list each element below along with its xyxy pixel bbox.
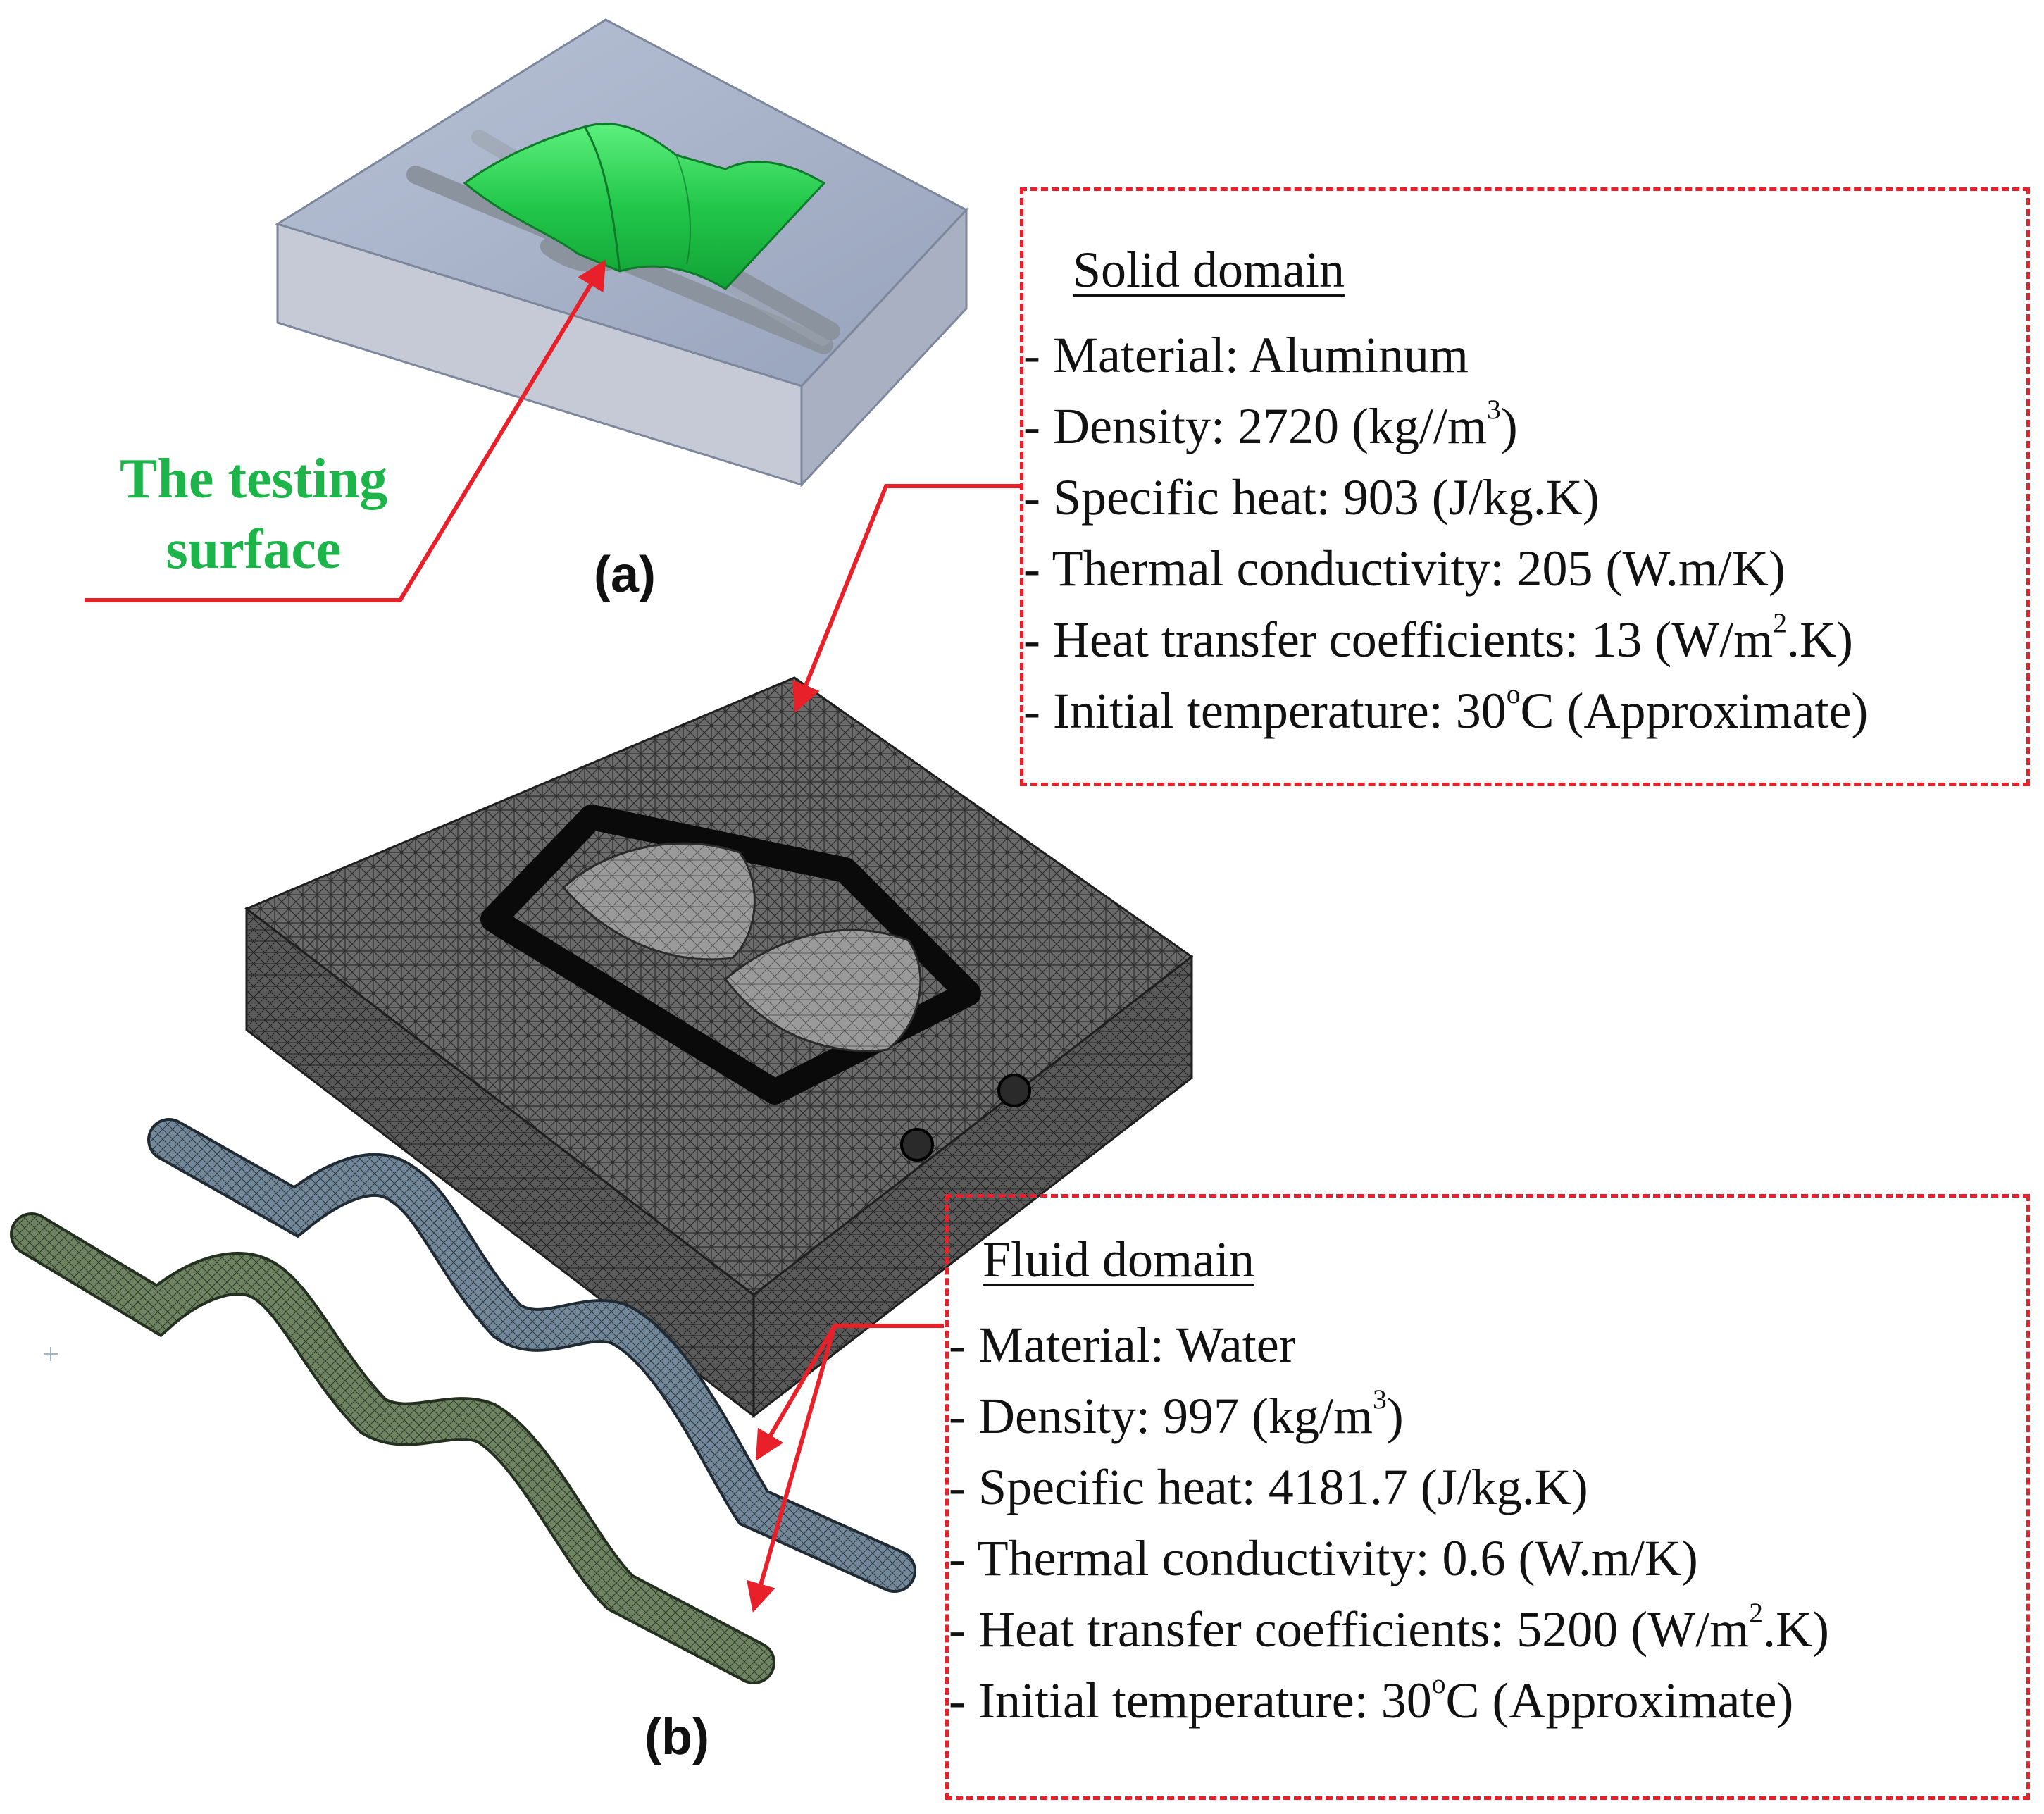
solid-density-text: - Density: 2720 (kg//m: [1023, 398, 1487, 454]
panel-b-label: (b): [644, 1709, 709, 1765]
solid-temp-text: - Initial temperature: 30: [1023, 683, 1507, 739]
meshed-solid-domain: [244, 676, 1194, 1419]
cad-block-model: [275, 18, 968, 487]
fluid-specific-heat: - Specific heat: 4181.7 (J/kg.K): [949, 1459, 1588, 1515]
solid-density-sup: 3: [1486, 394, 1501, 425]
fluid-domain-title: Fluid domain: [983, 1231, 1255, 1288]
green-pipe: [10, 1212, 775, 1684]
testing-surface: [463, 123, 826, 290]
solid-temp-sup: o: [1506, 678, 1521, 710]
fluid-thermal-conductivity: - Thermal conductivity: 0.6 (W.m/K): [949, 1530, 1698, 1586]
fluid-material: - Material: Water: [949, 1317, 1296, 1373]
fluid-domain-properties-box: Fluid domain - Material: Water - Density…: [945, 1194, 2030, 1800]
solid-heat-transfer-coefficient: - Heat transfer coefficients: 13 (W/m2.K…: [1023, 604, 2026, 676]
panel-a-label: (a): [594, 547, 656, 603]
testing-surface-label-line1: The testing: [120, 448, 387, 510]
solid-domain-properties-box: Solid domain - Material: Aluminum - Dens…: [1020, 187, 2030, 786]
solid-initial-temperature: - Initial temperature: 30oC (Approximate…: [1023, 676, 2026, 747]
solid-density-suffix: ): [1500, 398, 1518, 454]
fluid-temp-suffix: C (Approximate): [1445, 1672, 1794, 1729]
solid-temp-suffix: C (Approximate): [1520, 683, 1869, 739]
testing-surface-label: The testing surface: [106, 444, 401, 585]
solid-domain-title: Solid domain: [1073, 242, 1345, 298]
solid-htc-text: - Heat transfer coefficients: 13 (W/m: [1023, 611, 1774, 668]
testing-surface-label-line2: surface: [166, 518, 342, 580]
solid-density: - Density: 2720 (kg//m3): [1023, 391, 2026, 462]
fluid-density-sup: 3: [1372, 1384, 1387, 1415]
fluid-density-suffix: ): [1386, 1388, 1404, 1444]
fluid-htc-sup: 2: [1749, 1597, 1764, 1629]
solid-thermal-conductivity: - Thermal conductivity: 205 (W.m/K): [1023, 540, 1786, 597]
solid-htc-sup: 2: [1773, 607, 1788, 639]
crosshair-mark: [44, 1347, 58, 1361]
blue-pipe: [147, 1118, 916, 1593]
fluid-initial-temperature: - Initial temperature: 30oC (Approximate…: [949, 1665, 2026, 1737]
fluid-density-text: - Density: 997 (kg/m: [949, 1388, 1373, 1444]
fluid-temp-text: - Initial temperature: 30: [949, 1672, 1432, 1729]
solid-specific-heat: - Specific heat: 903 (J/kg.K): [1023, 469, 1600, 526]
meshed-fluid-domain: [10, 1118, 916, 1684]
fluid-htc-text: - Heat transfer coefficients: 5200 (W/m: [949, 1601, 1750, 1658]
fluid-htc-suffix: .K): [1763, 1601, 1829, 1658]
testing-surface-callout: [85, 259, 606, 602]
fluid-temp-sup: o: [1431, 1668, 1446, 1700]
solid-domain-callout: [792, 484, 1020, 713]
fluid-density: - Density: 997 (kg/m3): [949, 1381, 2026, 1452]
solid-material: - Material: Aluminum: [1023, 327, 1469, 383]
fluid-domain-callout-green: [747, 1325, 837, 1613]
solid-htc-suffix: .K): [1787, 611, 1853, 668]
fluid-heat-transfer-coefficient: - Heat transfer coefficients: 5200 (W/m2…: [949, 1594, 2026, 1665]
